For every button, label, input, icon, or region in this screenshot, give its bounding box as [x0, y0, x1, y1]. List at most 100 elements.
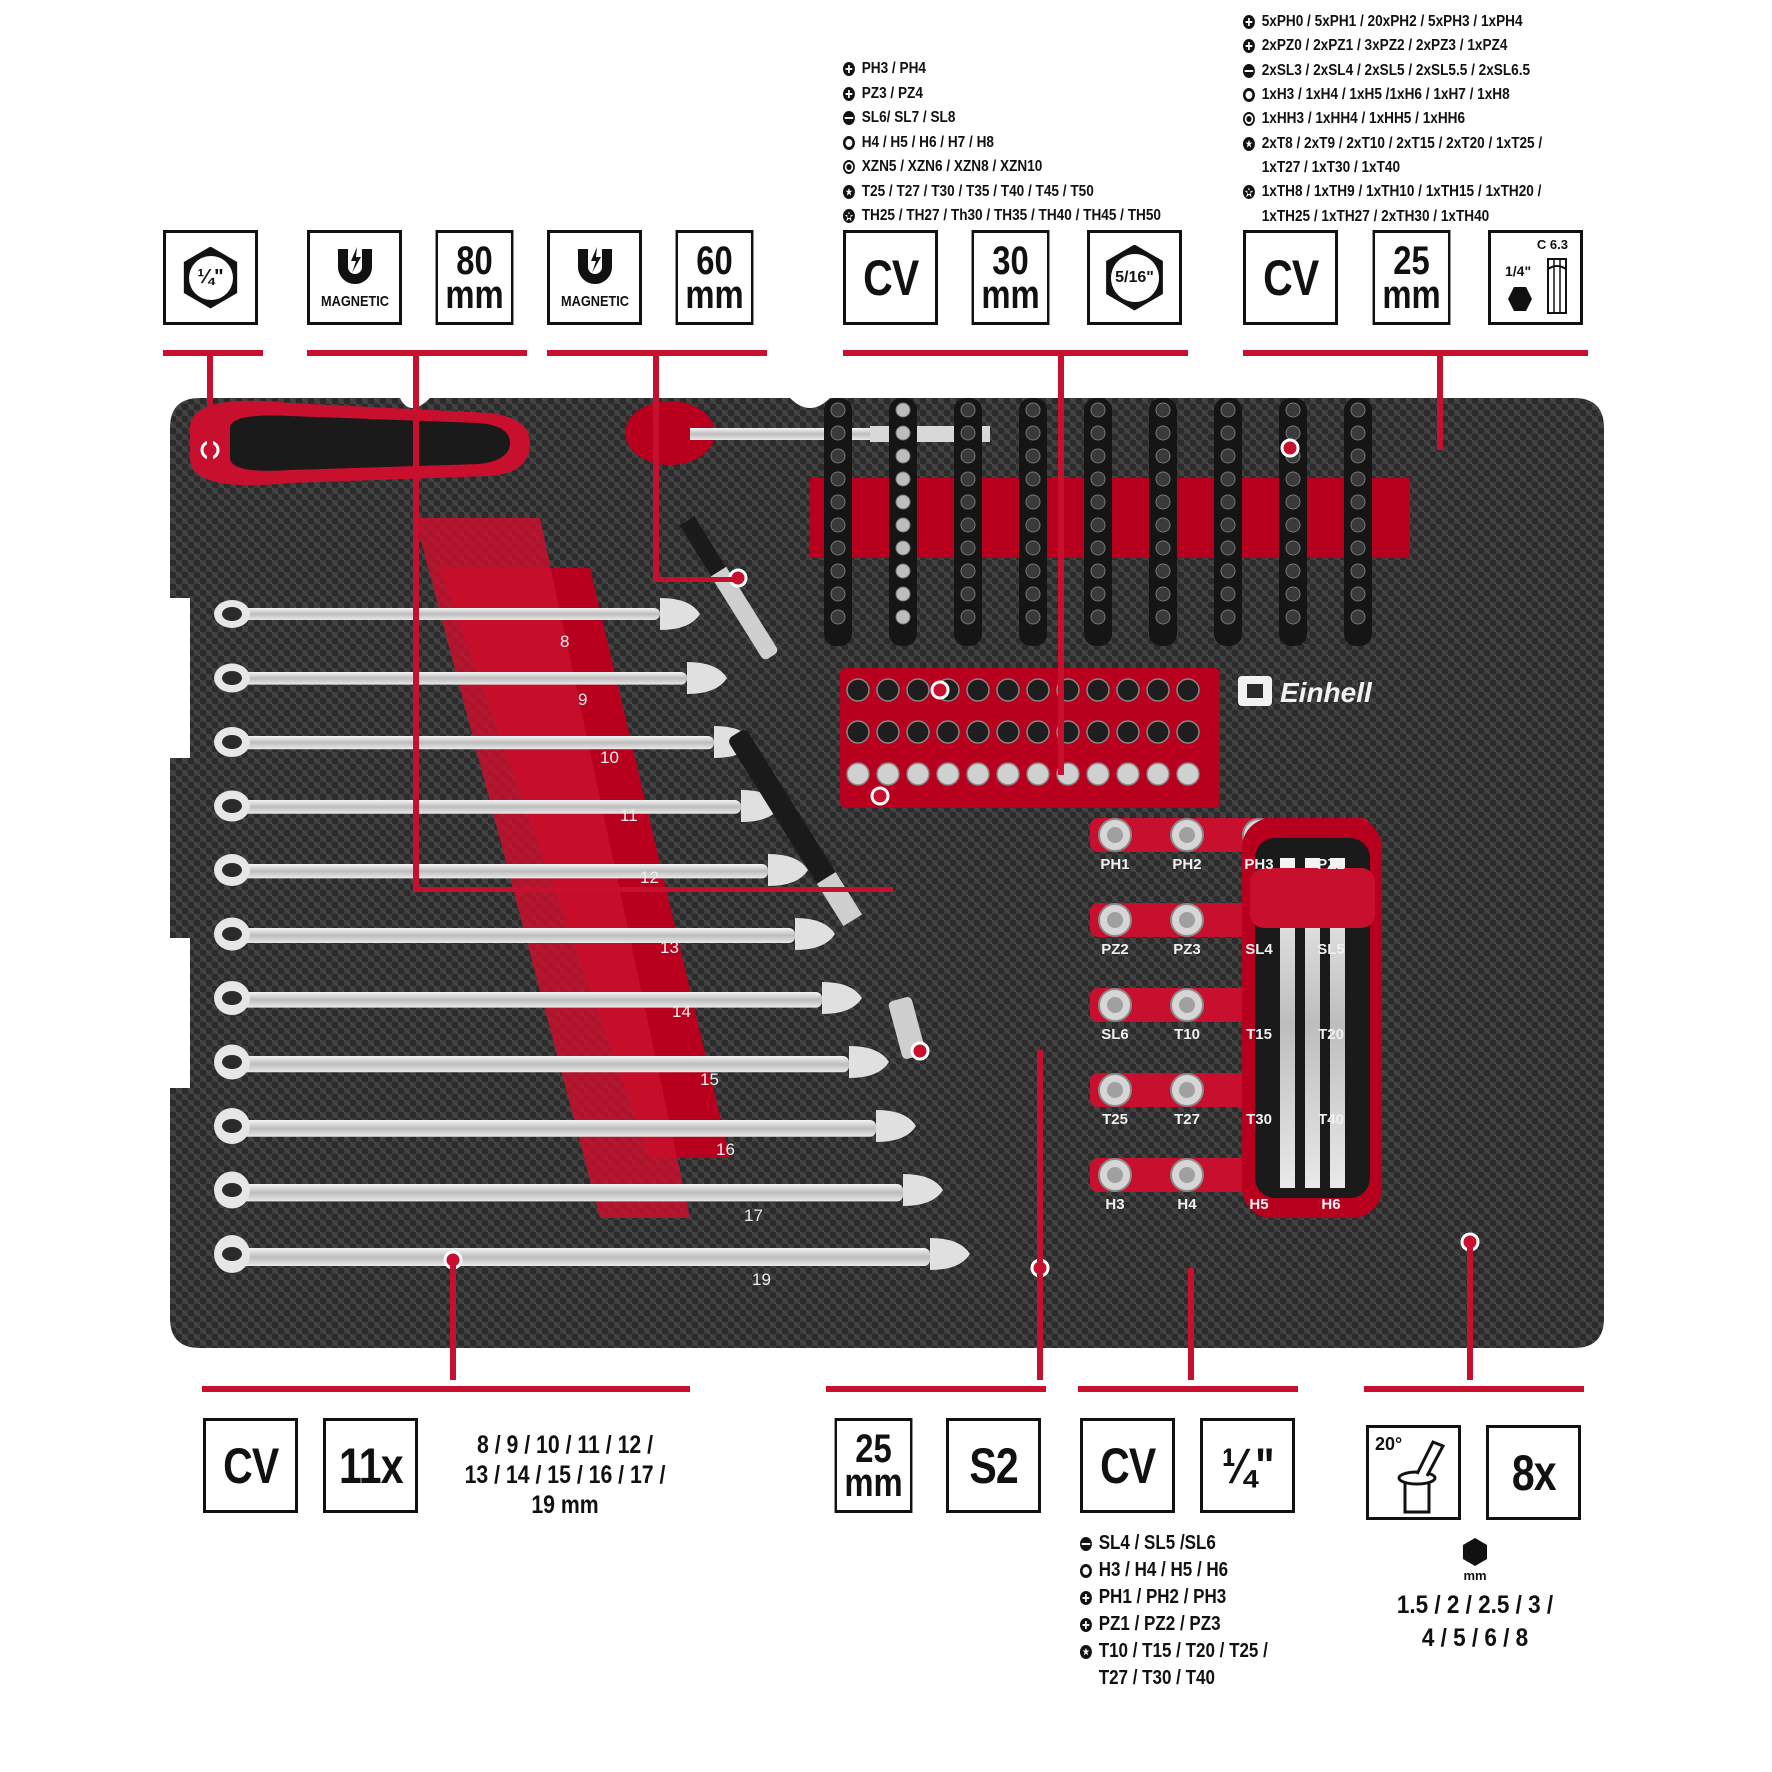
cv-label: CV [1099, 1437, 1156, 1494]
hex-key-sizes-line: 4 / 5 / 6 / 8 [1421, 1624, 1529, 1652]
spec-list-bottom-mid: SL4 / SL5 /SL6 H3 / H4 / H5 / H6 PH1 / PH2… [1080, 1530, 1301, 1692]
leader-line [1188, 1268, 1194, 1380]
bit-tip [1086, 678, 1110, 702]
wrench-sizes-line: 19 mm [531, 1491, 599, 1519]
leader-line [207, 350, 213, 460]
s2-label: S2 [969, 1437, 1018, 1494]
magnetic-label: MAGNETIC [320, 293, 389, 310]
spacer [1080, 1672, 1092, 1686]
bit-label: PZ2 [1101, 941, 1129, 958]
connector-line [202, 1386, 690, 1392]
spec-row: SL6/ SL7 / SL8 [843, 106, 1161, 131]
magnetic-box-60: MAGNETIC [547, 230, 642, 325]
spec-row: PZ1 / PZ2 / PZ3 [1080, 1611, 1268, 1638]
wrench-size-label: 17 [744, 1206, 763, 1225]
bit-label: H3 [1105, 1196, 1125, 1213]
spec-row: T27 / T30 / T40 [1080, 1665, 1268, 1692]
bit-label: T20 [1318, 1026, 1344, 1043]
bit-label: PZ3 [1173, 941, 1201, 958]
spec-text: H3 / H4 / H5 / H6 [1098, 1559, 1229, 1581]
bit-column [1279, 398, 1307, 646]
spec-row: 1xT27 / 1xT30 / 1xT40 [1243, 156, 1542, 180]
magnet-icon [337, 247, 372, 284]
bit-profile-icon [1547, 258, 1567, 314]
spec-row: 1xHH3 / 1xHH4 / 1xHH5 / 1xHH6 [1243, 107, 1542, 131]
magnetic-box-80: MAGNETIC [307, 230, 402, 325]
wrench [214, 981, 862, 1015]
bit-label: PH1 [1100, 856, 1130, 873]
wrench-size-label: 15 [700, 1070, 719, 1089]
quarter-inch-hex-box: ¼" [163, 230, 258, 325]
length-value: 80 [456, 238, 493, 283]
spec-text: 1xTH25 / 1xTH27 / 2xTH30 / 1xTH40 [1261, 207, 1490, 225]
quarter-label: 1/4" [1505, 263, 1532, 279]
hex-key-unit: mm [1463, 1568, 1487, 1583]
bit-tip [1176, 720, 1200, 744]
leader-line [1037, 1050, 1043, 1380]
bit-tip [936, 762, 960, 786]
bit-tip [1146, 720, 1170, 744]
bit-label: H4 [1177, 1196, 1197, 1213]
length-30mm-box: 30 mm [971, 230, 1050, 325]
length-25mm-box: 25 mm [1372, 230, 1451, 325]
spec-row: PH1 / PH2 / PH3 [1080, 1584, 1268, 1611]
bit-tip [1176, 678, 1200, 702]
hex-ring-icon [843, 135, 855, 150]
length-value: 25 [1393, 238, 1430, 283]
wrench-size-label: 19 [752, 1270, 771, 1289]
wrench [214, 790, 781, 822]
connector-line [163, 350, 263, 356]
hex-ring-icon [1080, 1563, 1092, 1578]
screwdriver [190, 400, 990, 486]
hex-badge-icon: 5/16" [1106, 244, 1163, 311]
spec-text: 2xSL3 / 2xSL4 / 2xSL5 / 2xSL5.5 / 2xSL6.… [1261, 61, 1531, 79]
wrench [214, 854, 808, 886]
spec-text: PH1 / PH2 / PH3 [1098, 1586, 1227, 1608]
leader-line [653, 577, 741, 582]
wrench-sizes-line: 8 / 9 / 10 / 11 / 12 / [476, 1431, 654, 1459]
bit-tip [966, 678, 990, 702]
c63-bit-box: C 6.3 1/4" [1488, 230, 1583, 325]
five-sixteenth-hex-box: 5/16" [1087, 230, 1182, 325]
spacer [1243, 161, 1255, 175]
length-unit: mm [685, 272, 744, 317]
spec-row: XZN5 / XZN6 / XZN8 / XZN10 [843, 155, 1161, 180]
bit-tip [1116, 678, 1140, 702]
spec-text: PH3 / PH4 [861, 60, 926, 78]
spec-row: 2xPZ0 / 2xPZ1 / 3xPZ2 / 2xPZ3 / 1xPZ4 [1243, 34, 1542, 58]
bit-column [889, 398, 917, 646]
spec-text: 1xTH8 / 1xTH9 / 1xTH10 / 1xTH15 / 1xTH20… [1261, 183, 1542, 201]
bit-tip [1026, 762, 1050, 786]
bit-label: SL4 [1245, 941, 1273, 958]
wrench-size-label: 9 [578, 690, 588, 709]
bit-tip [846, 678, 870, 702]
bit-column [1344, 398, 1372, 646]
bit-tip [966, 762, 990, 786]
bit-tip [1146, 678, 1170, 702]
bit-label: SL5 [1317, 941, 1345, 958]
spec-text: 1xHH3 / 1xHH4 / 1xHH5 / 1xHH6 [1261, 110, 1466, 128]
s2-steel-box: S2 [946, 1418, 1041, 1513]
bit-tip [1116, 720, 1140, 744]
hex-key-sizes: mm 1.5 / 2 / 2.5 / 3 / 4 / 5 / 6 / 8 [1364, 1538, 1586, 1653]
leader-line [1058, 350, 1064, 775]
bit-label: T40 [1318, 1111, 1344, 1128]
spec-row: T10 / T15 / T20 / T25 / [1080, 1638, 1268, 1665]
wrench-size-list: 8 / 9 / 10 / 11 / 12 / 13 / 14 / 15 / 16… [440, 1430, 690, 1520]
spec-text: 5xPH0 / 5xPH1 / 20xPH2 / 5xPH3 / 1xPH4 [1261, 13, 1523, 31]
bit-tip [1086, 720, 1110, 744]
bit-tip [1026, 678, 1050, 702]
bit-label: PZ1 [1317, 856, 1345, 873]
bit-tip [876, 678, 900, 702]
bit-column [1149, 398, 1177, 646]
cv-box-top-right: CV [1243, 230, 1338, 325]
bit-tip [996, 678, 1020, 702]
hex-key-set [1242, 818, 1382, 1218]
wrench-sizes-line: 13 / 14 / 15 / 16 / 17 / [464, 1461, 666, 1489]
spec-text: SL4 / SL5 /SL6 [1098, 1532, 1216, 1554]
wrench-size-label: 14 [672, 1002, 691, 1021]
length-unit: mm [1382, 272, 1441, 317]
length-value: 60 [696, 238, 733, 283]
bit-label: T27 [1174, 1111, 1200, 1128]
bit-tip [996, 720, 1020, 744]
